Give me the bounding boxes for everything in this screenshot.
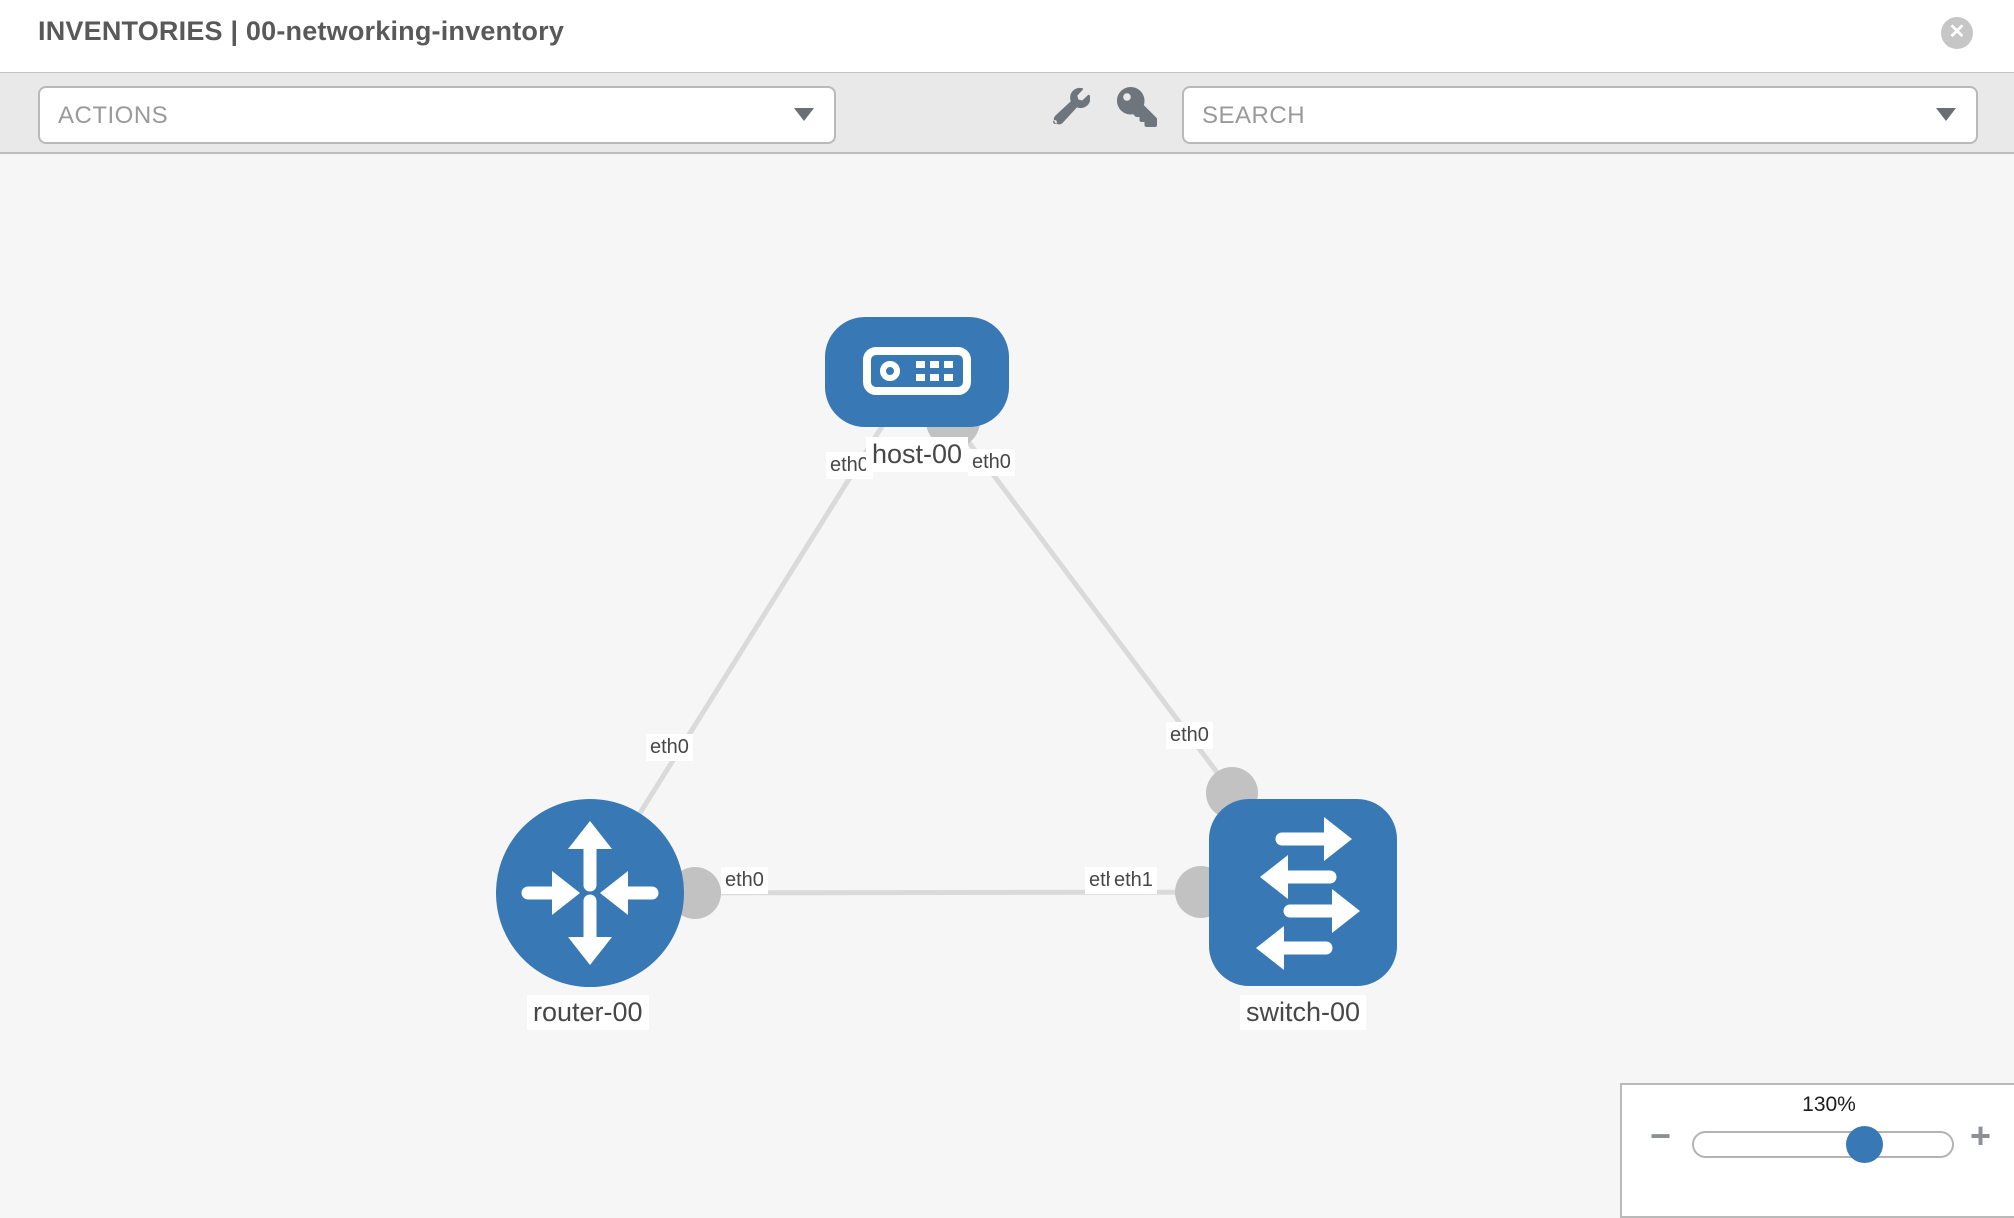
- port-label: eth0: [968, 449, 1015, 476]
- node-label-switch: switch-00: [1240, 995, 1367, 1030]
- switch-arrows-icon: [1256, 817, 1360, 970]
- search-input-placeholder: SEARCH: [1202, 102, 1306, 129]
- chevron-down-icon: [794, 108, 814, 121]
- zoom-panel: 130% − +: [1620, 1083, 2014, 1218]
- port-label: eth0: [826, 452, 873, 479]
- zoom-in-button[interactable]: +: [1970, 1115, 1992, 1156]
- node-label-host: host-00: [866, 437, 969, 472]
- port-label: eth0: [1166, 722, 1213, 749]
- node-router-00[interactable]: [496, 799, 684, 987]
- port-circles: [669, 394, 1258, 919]
- toolbar: ACTIONS SEARCH: [0, 72, 2014, 154]
- port-label: eth1: [1110, 867, 1157, 894]
- port-label: eth0: [721, 867, 768, 894]
- key-icon[interactable]: [1117, 87, 1157, 127]
- actions-dropdown-label: ACTIONS: [58, 102, 169, 129]
- server-icon: [863, 347, 971, 395]
- topology-canvas[interactable]: eth0 eth0 eth0 eth0 eth0 eth0 eth1 host-…: [0, 155, 2014, 1200]
- node-host-00[interactable]: [825, 317, 1009, 427]
- port-label: eth0: [646, 734, 693, 761]
- zoom-level-value: 130%: [1802, 1093, 1856, 1116]
- chevron-down-icon: [1936, 108, 1956, 121]
- page-title: INVENTORIES | 00-networking-inventory: [38, 16, 565, 46]
- close-icon[interactable]: ✕: [1941, 17, 1973, 49]
- router-arrows-icon: [521, 821, 659, 965]
- zoom-slider-track[interactable]: [1692, 1131, 1954, 1158]
- actions-dropdown[interactable]: ACTIONS: [38, 86, 836, 144]
- search-dropdown[interactable]: SEARCH: [1182, 86, 1978, 144]
- node-switch-00[interactable]: [1209, 799, 1397, 986]
- zoom-out-button[interactable]: −: [1650, 1115, 1672, 1156]
- node-label-router: router-00: [527, 995, 649, 1030]
- zoom-slider-thumb[interactable]: [1846, 1126, 1883, 1163]
- wrench-icon[interactable]: [1050, 87, 1091, 127]
- header-bar: INVENTORIES | 00-networking-inventory ✕: [0, 0, 2014, 72]
